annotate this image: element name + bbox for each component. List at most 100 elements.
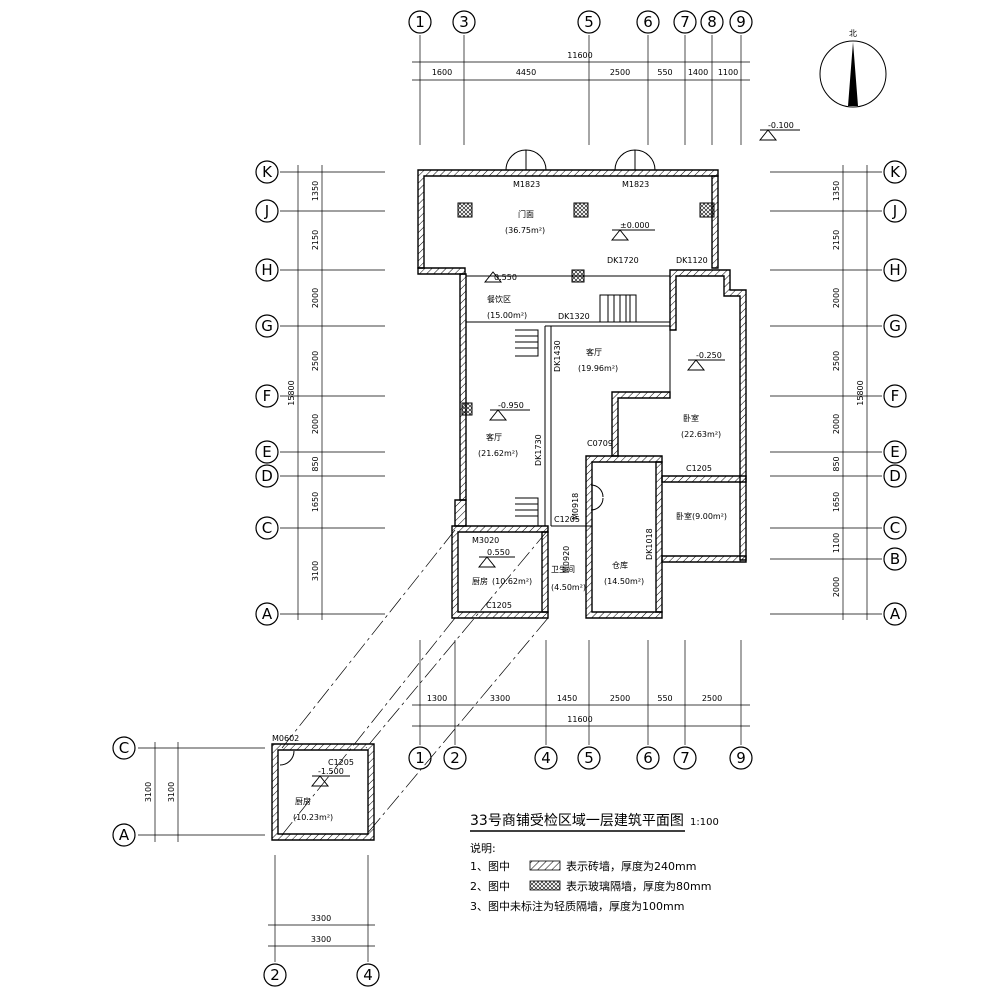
level-mark: -0.250: [696, 351, 722, 360]
dim-seg: 2500: [311, 351, 320, 371]
door-tag: M1823: [622, 180, 649, 189]
top-grid-bubbles: 1 3 5 6 7 8 9: [408, 10, 753, 34]
dim-seg: 1350: [311, 181, 320, 201]
dim-seg: 3300: [490, 694, 510, 703]
window-tag: C0709: [587, 439, 613, 448]
room-labels: 门面 (36.75m²) 餐饮区 (15.00m²) 客厅 (21.62m²) …: [472, 209, 727, 592]
level-mark: -0.950: [498, 401, 524, 410]
level-mark: 0.550: [487, 548, 510, 557]
opening-labels: M1823 M1823 DK1720 DK1120 DK1320 DK1430 …: [472, 180, 712, 610]
room-name: 卧室(9.00m²): [676, 511, 727, 521]
row-label: K: [262, 163, 273, 181]
dim-total: 11600: [567, 715, 592, 724]
row-label: A: [890, 605, 901, 623]
dim-seg: 1100: [832, 533, 841, 553]
grid-label: 5: [584, 749, 594, 767]
window-tag: C1205: [486, 601, 512, 610]
room-name: 卫生间: [551, 564, 575, 574]
building-walls: [417, 169, 747, 619]
door-tag: M1823: [513, 180, 540, 189]
dim-seg: 2000: [311, 414, 320, 434]
dim-seg: 550: [657, 694, 672, 703]
room-name: 厨房: [472, 576, 488, 586]
row-label: C: [119, 739, 129, 757]
grid-label: 9: [736, 749, 746, 767]
opening-tag: DK1018: [645, 528, 654, 560]
top-grid-axes: [412, 35, 750, 145]
row-label: E: [890, 443, 899, 461]
note-line: 表示玻璃隔墙，厚度为80mm: [566, 879, 711, 893]
row-label: F: [891, 387, 900, 405]
grid-label: 6: [643, 13, 653, 31]
dim-seg: 2500: [610, 68, 630, 77]
dim-seg: 2500: [610, 694, 630, 703]
grid-label: 2: [270, 966, 280, 984]
room-name: 客厅: [586, 347, 602, 357]
window-tag: C1205: [328, 758, 354, 767]
right-grid-axes: K J H G F E D C B A 15800 1350 2150 2000…: [770, 160, 907, 626]
dim-seg: 3300: [311, 914, 331, 923]
dim-seg: 1600: [432, 68, 452, 77]
grid-label: 5: [584, 13, 594, 31]
level-mark: -1.500: [318, 767, 344, 776]
notes-heading: 说明:: [470, 841, 496, 855]
shop-doors: [279, 149, 656, 766]
dim-seg: 2150: [311, 230, 320, 250]
level-marks: ±0.000 0.550 -0.950 -0.250 0.550: [477, 221, 725, 568]
notes: 说明: 1、图中 表示砖墙，厚度为240mm 2、图中 表示玻璃隔墙，厚度为80…: [470, 841, 711, 913]
door-tag: M0920: [562, 546, 571, 573]
room-area: (14.50m²): [604, 577, 644, 586]
internal-partitions: [466, 275, 671, 527]
window-tag: C1205: [554, 515, 580, 524]
dim-seg: 1400: [688, 68, 708, 77]
dim-seg: 1650: [832, 492, 841, 512]
dim-seg: 1650: [311, 492, 320, 512]
row-label: D: [889, 467, 901, 485]
grid-label: 8: [707, 13, 717, 31]
grid-label: 3: [459, 13, 469, 31]
window-tag: C1205: [686, 464, 712, 473]
row-label: K: [890, 163, 901, 181]
outside-level: -0.100: [758, 121, 800, 141]
title-text: 33号商铺受检区域一层建筑平面图: [470, 813, 684, 829]
row-label: G: [261, 317, 273, 335]
row-label: D: [261, 467, 273, 485]
dim-total: 15800: [856, 380, 865, 405]
door-tag: M0602: [272, 734, 299, 743]
grid-label: 4: [363, 966, 373, 984]
columns: [457, 202, 715, 416]
opening-tag: DK1730: [534, 434, 543, 466]
opening-tag: DK1720: [607, 256, 639, 265]
dim-seg: 1450: [557, 694, 577, 703]
room-area: (36.75m²): [505, 226, 545, 235]
note-line: 3、图中未标注为轻质隔墙，厚度为100mm: [470, 899, 684, 913]
dim-seg: 1100: [718, 68, 738, 77]
row-label: A: [119, 826, 130, 844]
detail-leaders: [281, 529, 549, 836]
dim-seg: 3100: [167, 782, 176, 802]
dim-seg: 550: [657, 68, 672, 77]
opening-tag: DK1120: [676, 256, 708, 265]
dim-seg: 3300: [311, 935, 331, 944]
scale-text: 1:100: [690, 817, 719, 828]
row-label: H: [889, 261, 900, 279]
grid-label: 4: [541, 749, 551, 767]
dim-seg: 2000: [311, 288, 320, 308]
room-name: 门面: [518, 209, 534, 219]
grid-label: 9: [736, 13, 746, 31]
left-grid-axes: K J H G F E D C A 15800 1350 2150 2000 2…: [255, 160, 385, 626]
row-label: G: [889, 317, 901, 335]
north-label: 北: [849, 29, 857, 38]
room-name: 餐饮区: [487, 294, 511, 304]
row-label: J: [264, 202, 269, 220]
opening-tag: DK1320: [558, 312, 590, 321]
row-label: B: [890, 550, 900, 568]
room-area: (21.62m²): [478, 449, 518, 458]
room-name: 客厅: [486, 432, 502, 442]
dim-total: 11600: [567, 51, 592, 60]
door-tag: M0918: [571, 493, 580, 520]
level-mark: -0.100: [768, 121, 794, 130]
door-tag: M3020: [472, 536, 499, 545]
dim-seg: 850: [832, 456, 841, 471]
row-label: C: [890, 519, 900, 537]
